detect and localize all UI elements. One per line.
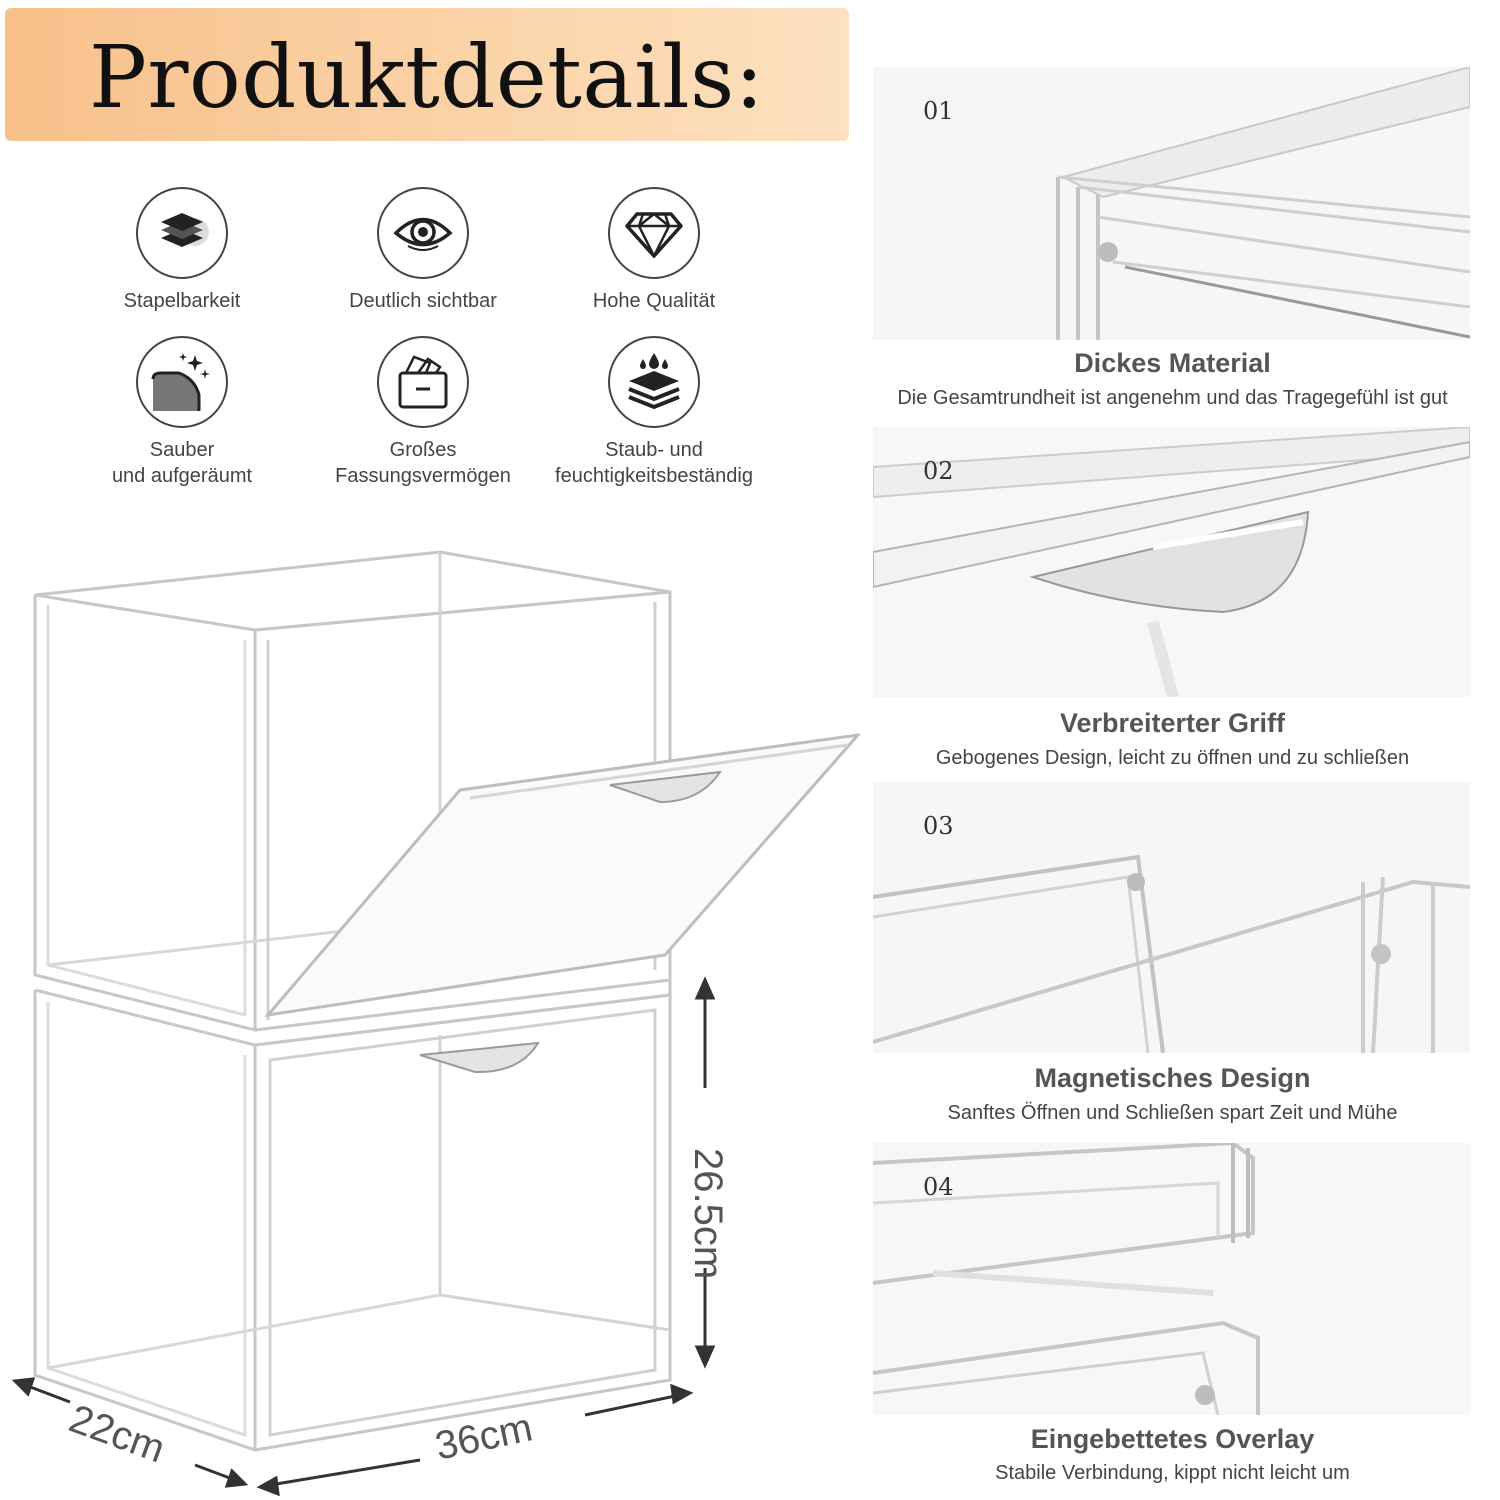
sparkle-clean-icon — [136, 336, 228, 428]
detail-number: 03 — [923, 812, 954, 840]
detail-title: Magnetisches Design — [1034, 1063, 1311, 1093]
detail-title: Verbreiterter Griff — [1059, 708, 1286, 738]
detail-description: Stabile Verbindung, kippt nicht leicht u… — [995, 1462, 1350, 1484]
feature-label: Hohe Qualität — [592, 290, 716, 312]
stack-layers-icon — [136, 187, 228, 279]
feature-sauber: Sauber und aufgeräumt — [62, 336, 302, 489]
feature-staub-feuchtigkeit: Staub- und feuchtigkeitsbeständig — [534, 336, 774, 489]
title-banner: Produktdetails: — [5, 8, 849, 141]
product-illustration: 26.5cm 22cm 36cm — [0, 540, 862, 1500]
detail-photo-02: 02 — [873, 427, 1470, 697]
feature-label: Großes Fassungsvermögen — [335, 439, 511, 487]
eye-icon — [377, 187, 469, 279]
feature-deutlich-sichtbar: Deutlich sichtbar — [303, 187, 543, 314]
detail-photo-01: 01 — [873, 67, 1470, 340]
feature-grosses-fassungsvermoegen: Großes Fassungsvermögen — [303, 336, 543, 489]
detail-title: Eingebettetes Overlay — [1030, 1424, 1315, 1454]
feature-label: Sauber und aufgeräumt — [111, 439, 253, 487]
height-dimension-label: 26.5cm — [686, 1148, 730, 1280]
feature-stapelbarkeit: Stapelbarkeit — [62, 187, 302, 314]
detail-number: 02 — [923, 457, 954, 485]
detail-number: 01 — [923, 97, 954, 125]
detail-number: 04 — [923, 1173, 954, 1201]
feature-label: Staub- und feuchtigkeitsbeständig — [555, 439, 753, 487]
feature-hohe-qualitaet: Hohe Qualität — [534, 187, 774, 314]
detail-description: Gebogenes Design, leicht zu öffnen und z… — [935, 747, 1410, 769]
detail-title: Dickes Material — [1074, 348, 1271, 378]
page-title: Produktdetails: — [89, 28, 765, 128]
detail-description: Die Gesamtrundheit ist angenehm und das … — [897, 387, 1448, 409]
capacity-box-icon — [377, 336, 469, 428]
feature-label: Stapelbarkeit — [123, 290, 241, 312]
waterproof-layers-icon — [608, 336, 700, 428]
stacked-boxes-drawing — [11, 550, 862, 1497]
detail-description: Sanftes Öffnen und Schließen spart Zeit … — [947, 1102, 1398, 1124]
diamond-icon — [608, 187, 700, 279]
feature-label: Deutlich sichtbar — [349, 290, 497, 312]
detail-photo-03: 03 — [873, 782, 1470, 1053]
detail-photo-04: 04 — [873, 1143, 1470, 1415]
